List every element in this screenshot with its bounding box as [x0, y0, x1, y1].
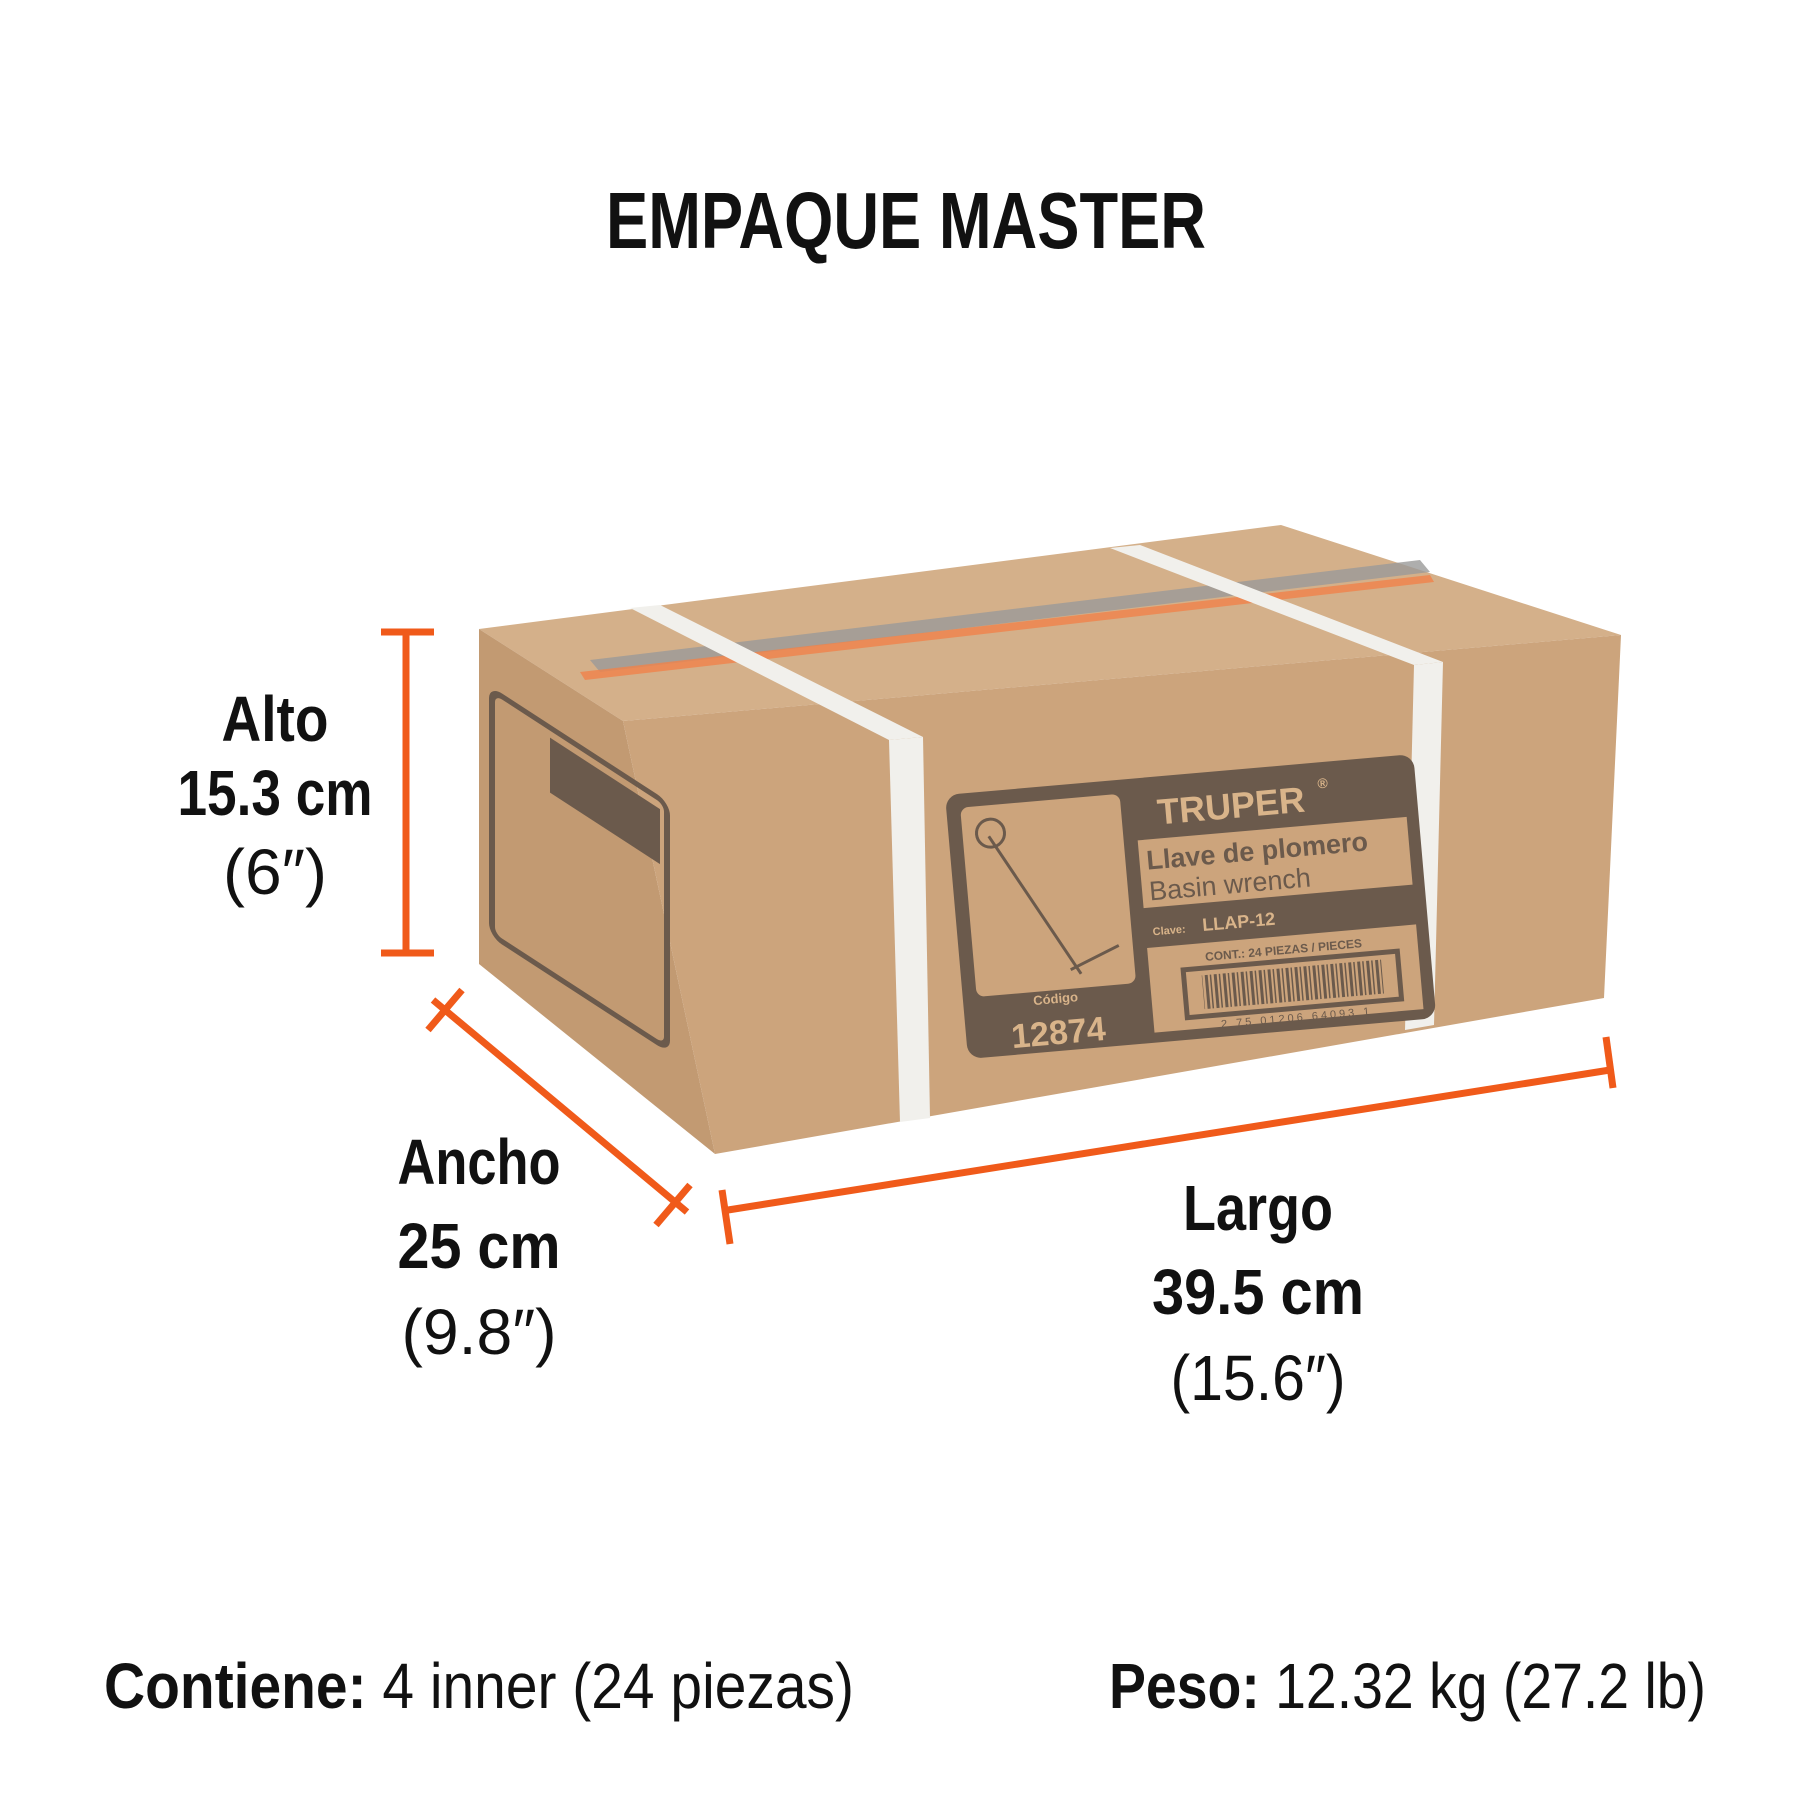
box-left-face [479, 629, 715, 1154]
svg-text:(15.6″): (15.6″) [1171, 1342, 1346, 1414]
box-side-label [489, 690, 670, 1048]
clave-label: Clave: [1152, 924, 1186, 939]
wrench-icon [987, 835, 1083, 975]
svg-text:Ancho: Ancho [398, 1126, 561, 1198]
svg-text:39.5 cm: 39.5 cm [1152, 1256, 1364, 1328]
weight-label: Peso: [1109, 1650, 1260, 1722]
codigo-label: Código [1033, 989, 1079, 1008]
strap-top-1 [630, 605, 923, 740]
svg-text:Alto: Alto [222, 683, 329, 755]
box-front-label: TRUPER ® Llave de plomero Basin wrench C… [946, 755, 1436, 1058]
dimension-lines [381, 628, 1617, 1245]
registered-mark: ® [1317, 775, 1329, 792]
svg-text:15.3 cm: 15.3 cm [178, 757, 373, 829]
strap-top-2 [1110, 545, 1443, 665]
svg-text:25 cm: 25 cm [398, 1210, 561, 1282]
barcode [1180, 948, 1405, 1021]
alto-dimension: Alto 15.3 cm (6″) [178, 683, 373, 908]
weight-value: 12.32 kg (27.2 lb) [1260, 1650, 1706, 1722]
codigo-value: 12874 [1010, 1010, 1108, 1056]
master-box-image: TRUPER ® Llave de plomero Basin wrench C… [479, 525, 1621, 1154]
weight-info: Peso: 12.32 kg (27.2 lb) [1109, 1650, 1706, 1722]
tape-orange [580, 575, 1434, 680]
page-title: EMPAQUE MASTER [606, 176, 1206, 265]
contents-label: Contiene: [104, 1650, 367, 1722]
ancho-line [430, 997, 690, 1215]
contents-value: 4 inner (24 piezas) [367, 1650, 854, 1722]
strap-front-1 [889, 737, 930, 1122]
largo-line [727, 1066, 1611, 1214]
largo-dimension: Largo 39.5 cm (15.6″) [1152, 1172, 1364, 1414]
svg-text:(6″): (6″) [223, 836, 327, 908]
ancho-dimension: Ancho 25 cm (9.8″) [398, 1126, 561, 1368]
svg-text:(9.8″): (9.8″) [402, 1296, 557, 1368]
svg-text:Largo: Largo [1183, 1172, 1333, 1244]
contents-info: Contiene: 4 inner (24 piezas) [104, 1650, 854, 1722]
